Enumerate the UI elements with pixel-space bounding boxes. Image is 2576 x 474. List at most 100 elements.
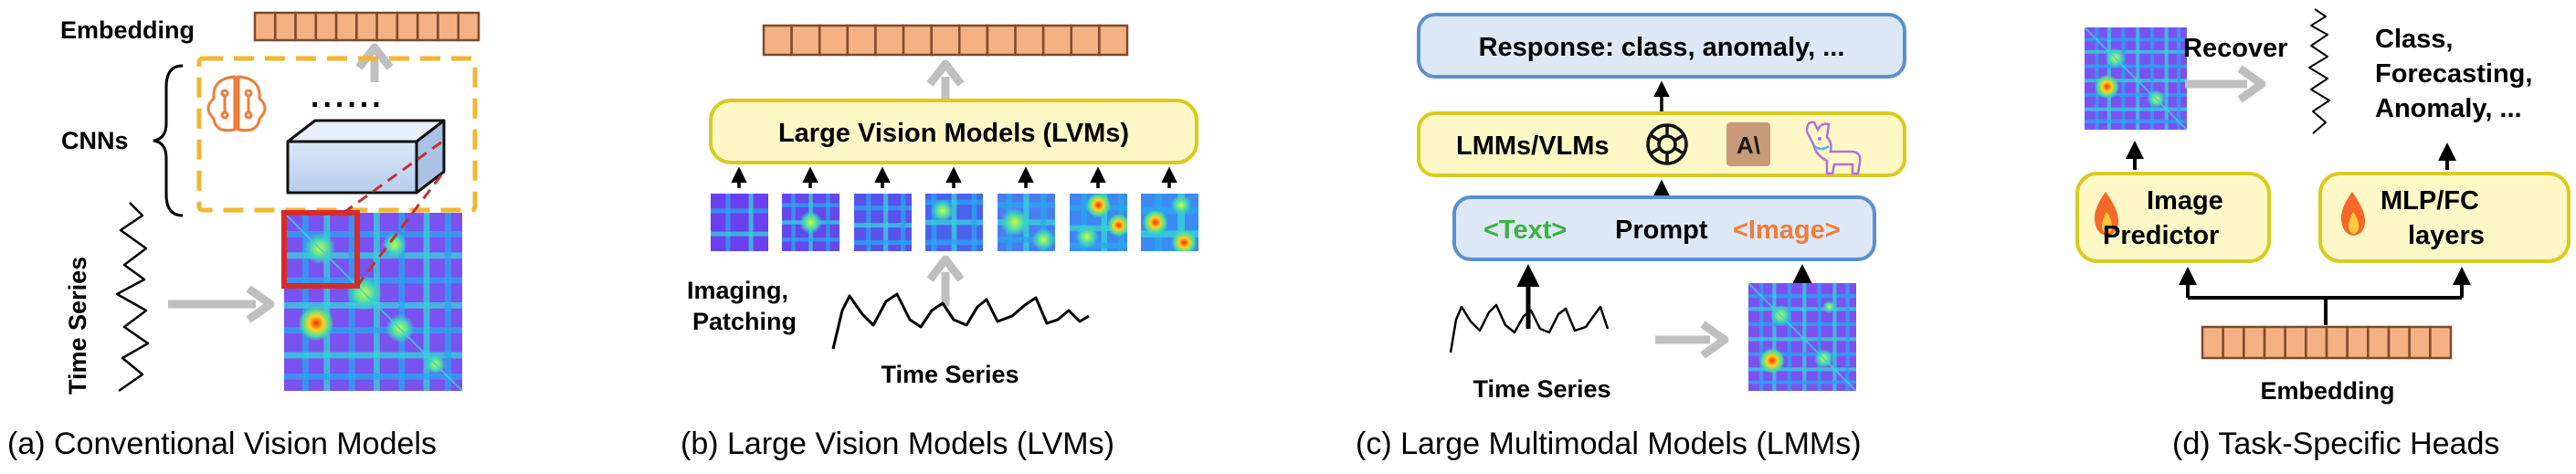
outputs-line2: Forecasting, [2375, 59, 2532, 89]
cnn-feature-block [286, 119, 446, 195]
panel-d-caption: (d) Task-Specific Heads [2172, 427, 2499, 461]
imaging-label-line2: Patching [692, 308, 797, 335]
prompt-text-tag: <Text> [1483, 216, 1567, 245]
panel-c: Response: class, anomaly, ... LMMs/VLMs … [1356, 13, 1906, 461]
embedding-cell [846, 24, 877, 57]
prompt-label: Prompt [1615, 216, 1708, 245]
mlp-line1: MLP/FC [2381, 186, 2479, 216]
panel-a-dots: ...... [311, 79, 385, 114]
embedding-cell [2429, 325, 2453, 360]
embedding-cell [355, 11, 378, 42]
panel-d-embedding-vector [2201, 325, 2453, 360]
prompt-image-tag: <Image> [1733, 216, 1841, 245]
heatmap-body [782, 194, 839, 251]
projection-line-1 [343, 140, 443, 215]
panel-b-time-series-label: Time Series [881, 361, 1019, 388]
conv-receptive-field [281, 210, 360, 289]
panel-a-cnns-label: CNNs [61, 127, 129, 154]
panel-d-embedding-label: Embedding [2261, 377, 2395, 405]
heatmap-body [854, 194, 912, 251]
anthropic-logo-text: A\ [1737, 132, 1760, 159]
panel-a-time-series-wave [115, 202, 150, 393]
panel-c-right-arrow [1655, 321, 1729, 359]
embedding-cell [2222, 325, 2245, 360]
panel-b-embedding-vector [762, 24, 1129, 57]
embedding-cell [874, 24, 905, 57]
embedding-cell [1041, 24, 1073, 57]
image-patch [782, 194, 839, 251]
image-patch [854, 194, 912, 251]
panel-c-caption: (c) Large Multimodal Models (LMMs) [1356, 427, 1862, 461]
recover-arrow [2185, 65, 2266, 103]
mlp-box [2318, 172, 2571, 263]
embedding-cell [2305, 325, 2328, 360]
panel-c-recurrence-plot [1748, 283, 1856, 391]
image-patch [998, 194, 1055, 251]
lmm-box [1417, 111, 1906, 177]
panel-a-up-arrow [355, 43, 394, 82]
panel-a-caption: (a) Conventional Vision Models [7, 427, 437, 461]
response-box-label: Response: class, anomaly, ... [1479, 33, 1845, 62]
embedding-cell [314, 11, 338, 42]
lvm-box [709, 99, 1198, 164]
embedding-cell [2346, 325, 2370, 360]
embedding-fork-arrows [2179, 267, 2471, 325]
image-patch [1141, 194, 1198, 251]
outputs-line3: Anomaly, ... [2375, 94, 2522, 123]
panel-a-time-series-label: Time Series [64, 257, 91, 395]
heatmap-body [998, 194, 1055, 251]
embedding-cell [1098, 24, 1129, 57]
image-predictor-line2: Predictor [2103, 221, 2219, 250]
embedding-cell [2201, 325, 2224, 360]
heatmap-body [711, 194, 768, 251]
embedding-cell [457, 11, 480, 42]
image-patch [1070, 194, 1127, 251]
cnns-brace [153, 64, 184, 217]
image-patch [925, 194, 983, 251]
openai-icon [1646, 123, 1688, 165]
heatmap-body [1748, 283, 1856, 391]
embedding-cell [253, 11, 277, 42]
embedding-cell [416, 11, 439, 42]
embedding-cell [930, 24, 961, 57]
response-box [1417, 13, 1906, 79]
embedding-cell [437, 11, 459, 42]
panel-b-up-arrow-bottom [926, 255, 965, 306]
panel-b-time-series-wave [831, 292, 1090, 350]
panel-c-time-series-label: Time Series [1473, 375, 1610, 403]
panel-b-up-arrow-top [926, 59, 965, 99]
panel-d-recurrence-plot [2085, 27, 2187, 130]
panel-c-time-series-wave [1449, 303, 1610, 353]
heatmap-body [284, 213, 462, 391]
mlp-line2: layers [2408, 221, 2485, 250]
neural-network-icon [206, 75, 267, 132]
embedding-cell [2387, 325, 2411, 360]
embedding-cell [2325, 325, 2349, 360]
panel-b-caption: (b) Large Vision Models (LVMs) [681, 427, 1114, 461]
panel-a-recurrence-plot [284, 213, 462, 391]
heatmap-body [1141, 194, 1198, 251]
panel-d: Recover Class, Forecasting, Anomaly, ...… [2075, 8, 2571, 461]
heatmap-body [1070, 194, 1127, 251]
prompt-box [1452, 195, 1876, 261]
fire-icon [2094, 192, 2119, 236]
cnn-dashed-box [196, 56, 478, 213]
lvm-box-label: Large Vision Models (LVMs) [778, 119, 1129, 148]
embedding-cell [790, 24, 821, 57]
panel-a: Embedding CNNs ...... [7, 11, 480, 461]
panel-a-embedding-label: Embedding [60, 16, 195, 44]
embedding-cell [2367, 325, 2391, 360]
panel-a-right-arrow [168, 285, 275, 323]
embedding-cell [1070, 24, 1101, 57]
fire-icon [2340, 192, 2366, 236]
projection-line-2 [355, 171, 446, 287]
anthropic-icon: A\ [1726, 122, 1770, 166]
embedding-cell [762, 24, 793, 57]
imaging-label-line1: Imaging, [687, 277, 788, 304]
embedding-cell [274, 11, 297, 42]
panel-a-embedding-vector [253, 11, 480, 42]
image-predictor-line1: Image [2147, 186, 2223, 216]
heatmap-body [925, 194, 983, 251]
llama-icon [1805, 121, 1862, 175]
